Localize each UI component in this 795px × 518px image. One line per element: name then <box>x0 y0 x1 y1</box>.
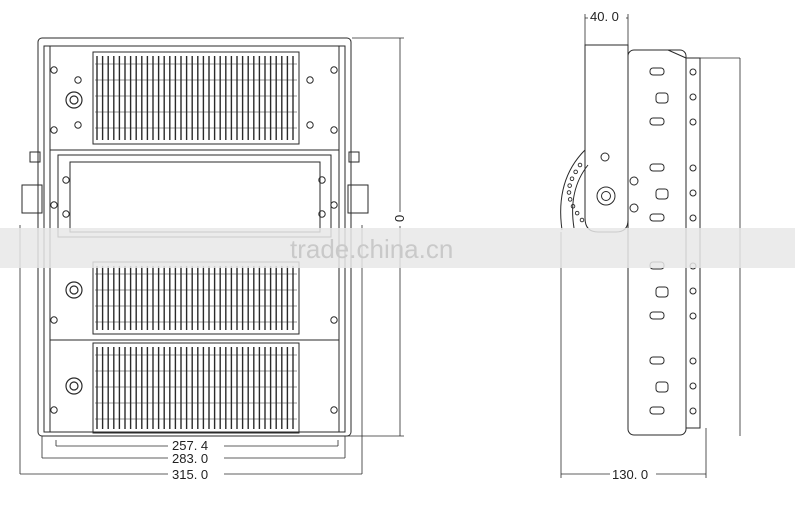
dim-height: 0 <box>392 215 407 222</box>
dim-overall-width: 315. 0 <box>172 467 208 482</box>
dim-bracket-width: 40. 0 <box>590 9 619 24</box>
upper-module <box>92 51 300 145</box>
dim-mid-width: 283. 0 <box>172 451 208 466</box>
front-view <box>21 37 369 437</box>
center-window <box>69 161 321 233</box>
cable-gland-icon <box>65 281 83 299</box>
lower-module <box>92 342 300 434</box>
dim-depth: 130. 0 <box>612 467 648 482</box>
lower-heatsink-fins <box>95 347 297 429</box>
cable-gland-icon <box>65 377 83 395</box>
mounting-bracket <box>584 44 629 233</box>
left-bracket <box>21 184 43 214</box>
angle-holes <box>566 162 585 223</box>
front-fastener-holes <box>50 66 338 414</box>
middle-heatsink-fins <box>95 266 297 330</box>
middle-module <box>92 261 300 335</box>
tilt-adjustment-arc <box>560 149 586 231</box>
right-bracket <box>347 184 369 214</box>
dim-inner-width: 257. 4 <box>172 438 208 453</box>
upper-heatsink-fins <box>95 56 297 140</box>
watermark-band <box>0 228 795 268</box>
cable-gland-icon <box>65 91 83 109</box>
cable-glands <box>65 91 83 395</box>
watermark-text: trade.china.cn <box>290 234 453 264</box>
